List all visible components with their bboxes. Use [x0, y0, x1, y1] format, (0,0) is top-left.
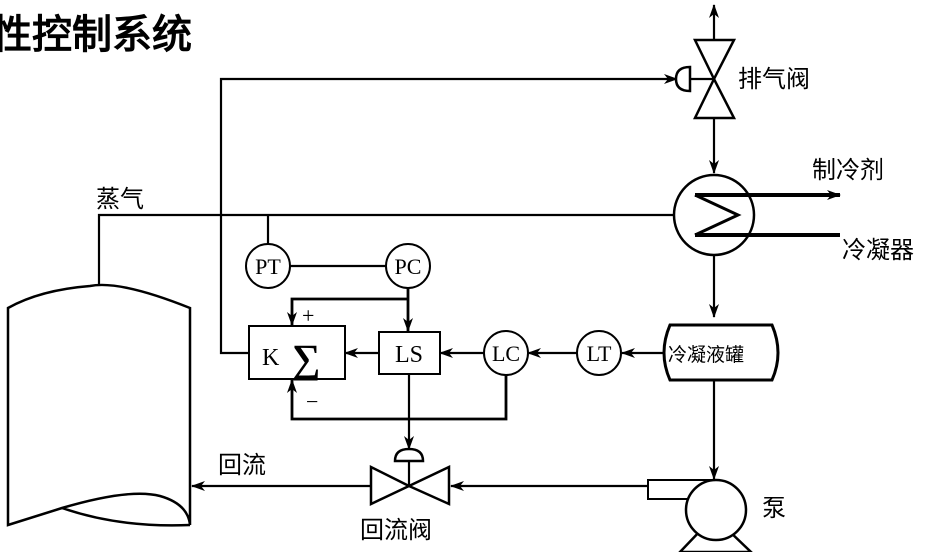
condensate-tank-label: 冷凝液罐 [668, 344, 744, 366]
refrigerant-label: 制冷剂 [812, 156, 884, 184]
lc-instrument[interactable]: LC [483, 330, 529, 376]
svg-text:PC: PC [395, 254, 422, 279]
reflux-label: 回流 [218, 451, 266, 479]
pc-instrument[interactable]: PC [385, 243, 431, 289]
distillation-column [6, 283, 192, 527]
condenser[interactable] [672, 173, 841, 257]
signal-line [287, 375, 508, 421]
plus-sign: + [302, 303, 314, 328]
lt-instrument[interactable]: LT [576, 330, 622, 376]
svg-text:K: K [262, 345, 280, 371]
svg-text:LT: LT [587, 341, 612, 366]
svg-text:LS: LS [395, 342, 423, 368]
svg-text:LC: LC [492, 341, 520, 366]
steam-label: 蒸气 [96, 185, 144, 213]
signal-line [287, 297, 408, 326]
svg-text:PT: PT [255, 254, 281, 279]
vent-valve[interactable] [674, 4, 737, 120]
pt-instrument[interactable]: PT [245, 243, 291, 289]
vent-valve-label: 排气阀 [738, 65, 810, 93]
k-summer-block[interactable]: K [248, 325, 346, 380]
condenser-label: 冷凝器 [842, 236, 914, 264]
ls-selector[interactable]: LS [378, 331, 441, 375]
sigma-symbol: ∑ [292, 336, 321, 381]
actuator-icon [393, 447, 425, 463]
steam-line [97, 213, 676, 286]
pump-label: 泵 [762, 494, 786, 522]
vent-signal-line [219, 74, 678, 355]
pump[interactable] [647, 478, 753, 552]
minus-sign: − [306, 389, 318, 414]
reflux-valve[interactable] [369, 447, 451, 506]
actuator-icon [674, 65, 692, 93]
condensate-tank[interactable] [662, 323, 780, 382]
reflux-valve-label: 回流阀 [360, 516, 432, 544]
diagram-title: 性控制系统 [0, 11, 192, 58]
